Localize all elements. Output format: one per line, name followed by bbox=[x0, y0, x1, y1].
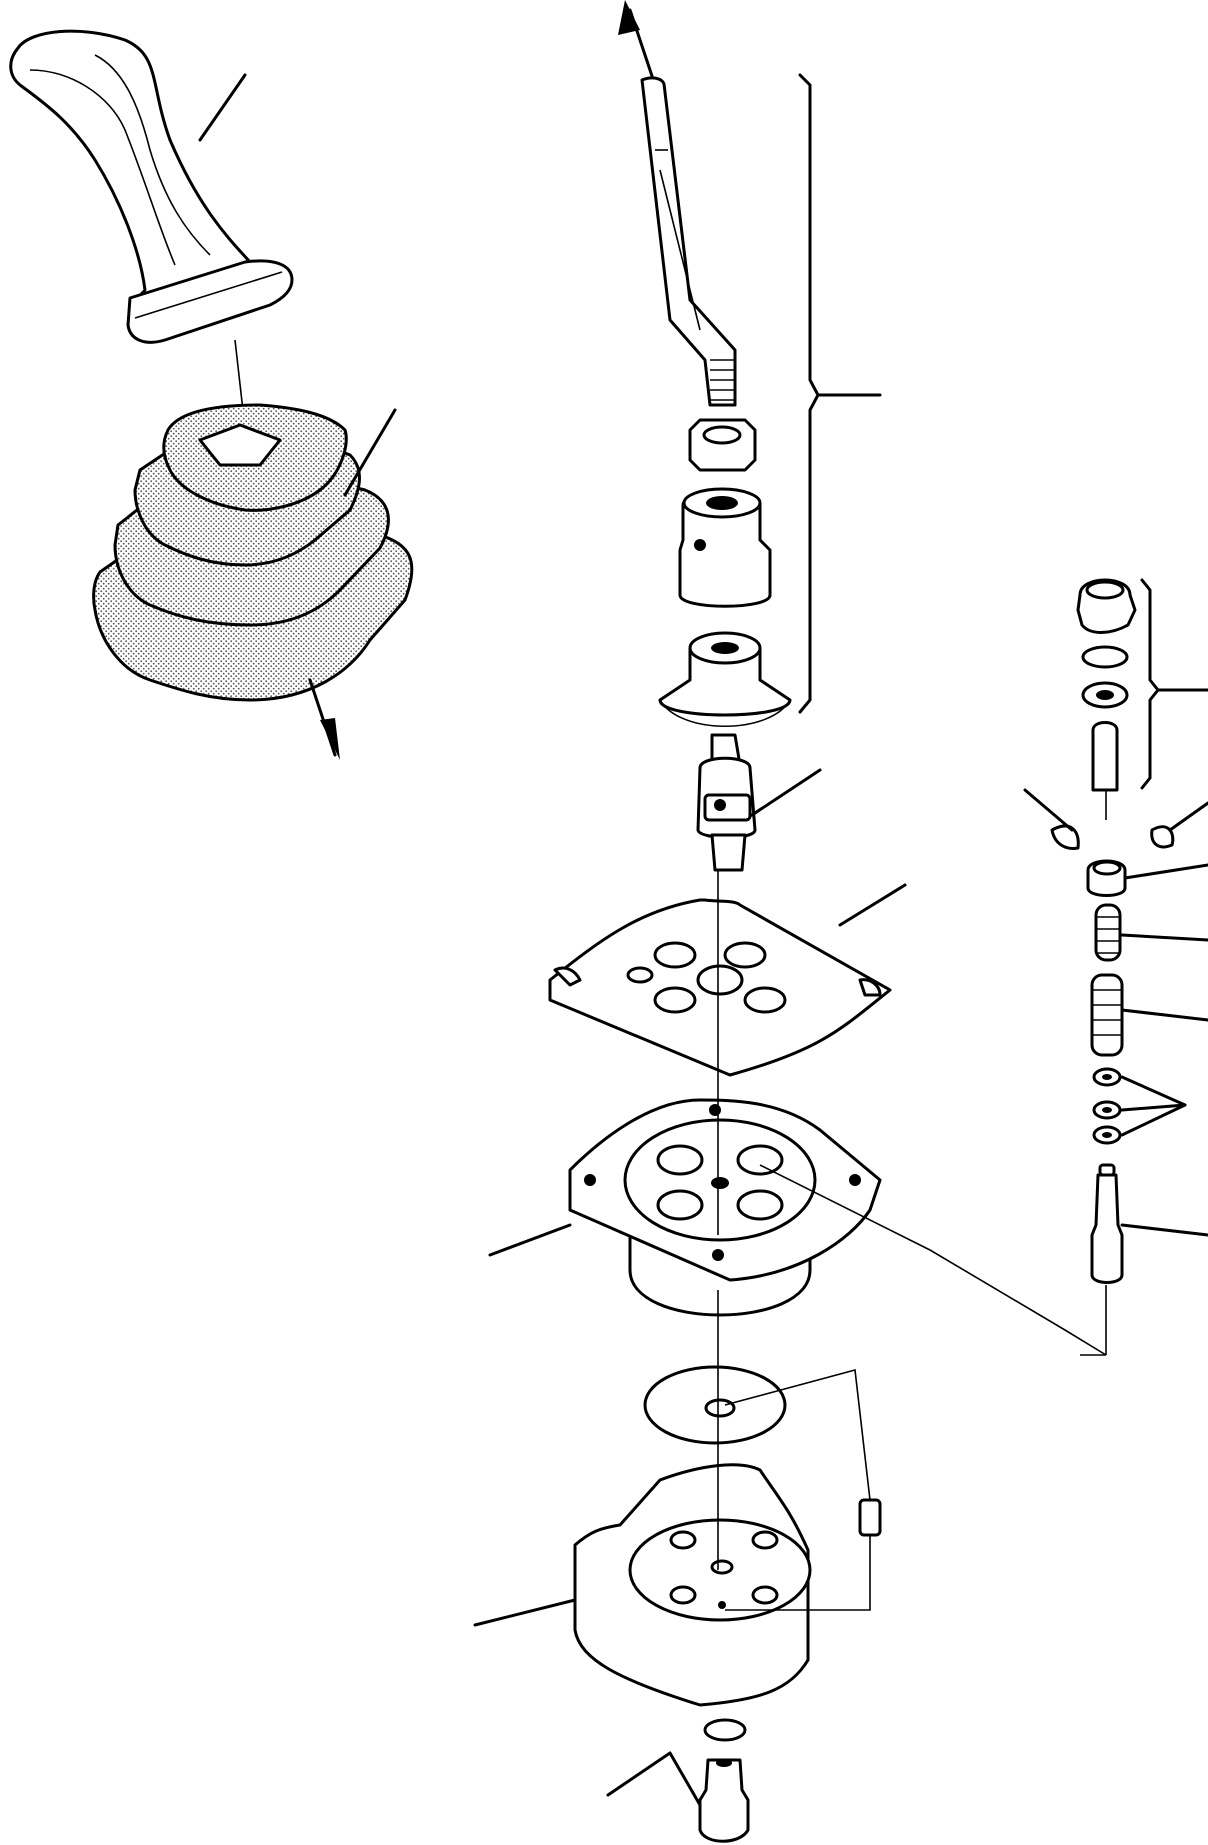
plate bbox=[548, 883, 907, 1077]
valve-body-upper bbox=[488, 1098, 882, 1317]
spring-small bbox=[1094, 903, 1208, 962]
gasket bbox=[643, 1365, 787, 1445]
plug-fitting bbox=[606, 1718, 750, 1843]
boot-arrow bbox=[308, 678, 340, 760]
rubber-boot bbox=[92, 403, 414, 702]
lever-arrow bbox=[618, 0, 657, 87]
spool bbox=[1090, 1163, 1208, 1284]
spring-large bbox=[1090, 973, 1208, 1057]
lever-assembly-bracket bbox=[798, 73, 882, 714]
lever-assembly bbox=[640, 76, 792, 728]
plunger-assembly-bracket bbox=[1140, 578, 1208, 790]
thread-lines bbox=[710, 359, 735, 401]
dowel-pin bbox=[858, 1498, 882, 1537]
control-lever-grip bbox=[9, 29, 294, 344]
spring-seat bbox=[1086, 859, 1208, 897]
assembly-centerlines bbox=[717, 790, 1107, 1611]
valve-body-lower bbox=[473, 1463, 812, 1707]
retainer-halves bbox=[1023, 788, 1208, 850]
universal-joint bbox=[696, 733, 822, 872]
plunger-assembly bbox=[1076, 578, 1137, 792]
shims bbox=[1092, 1067, 1187, 1145]
